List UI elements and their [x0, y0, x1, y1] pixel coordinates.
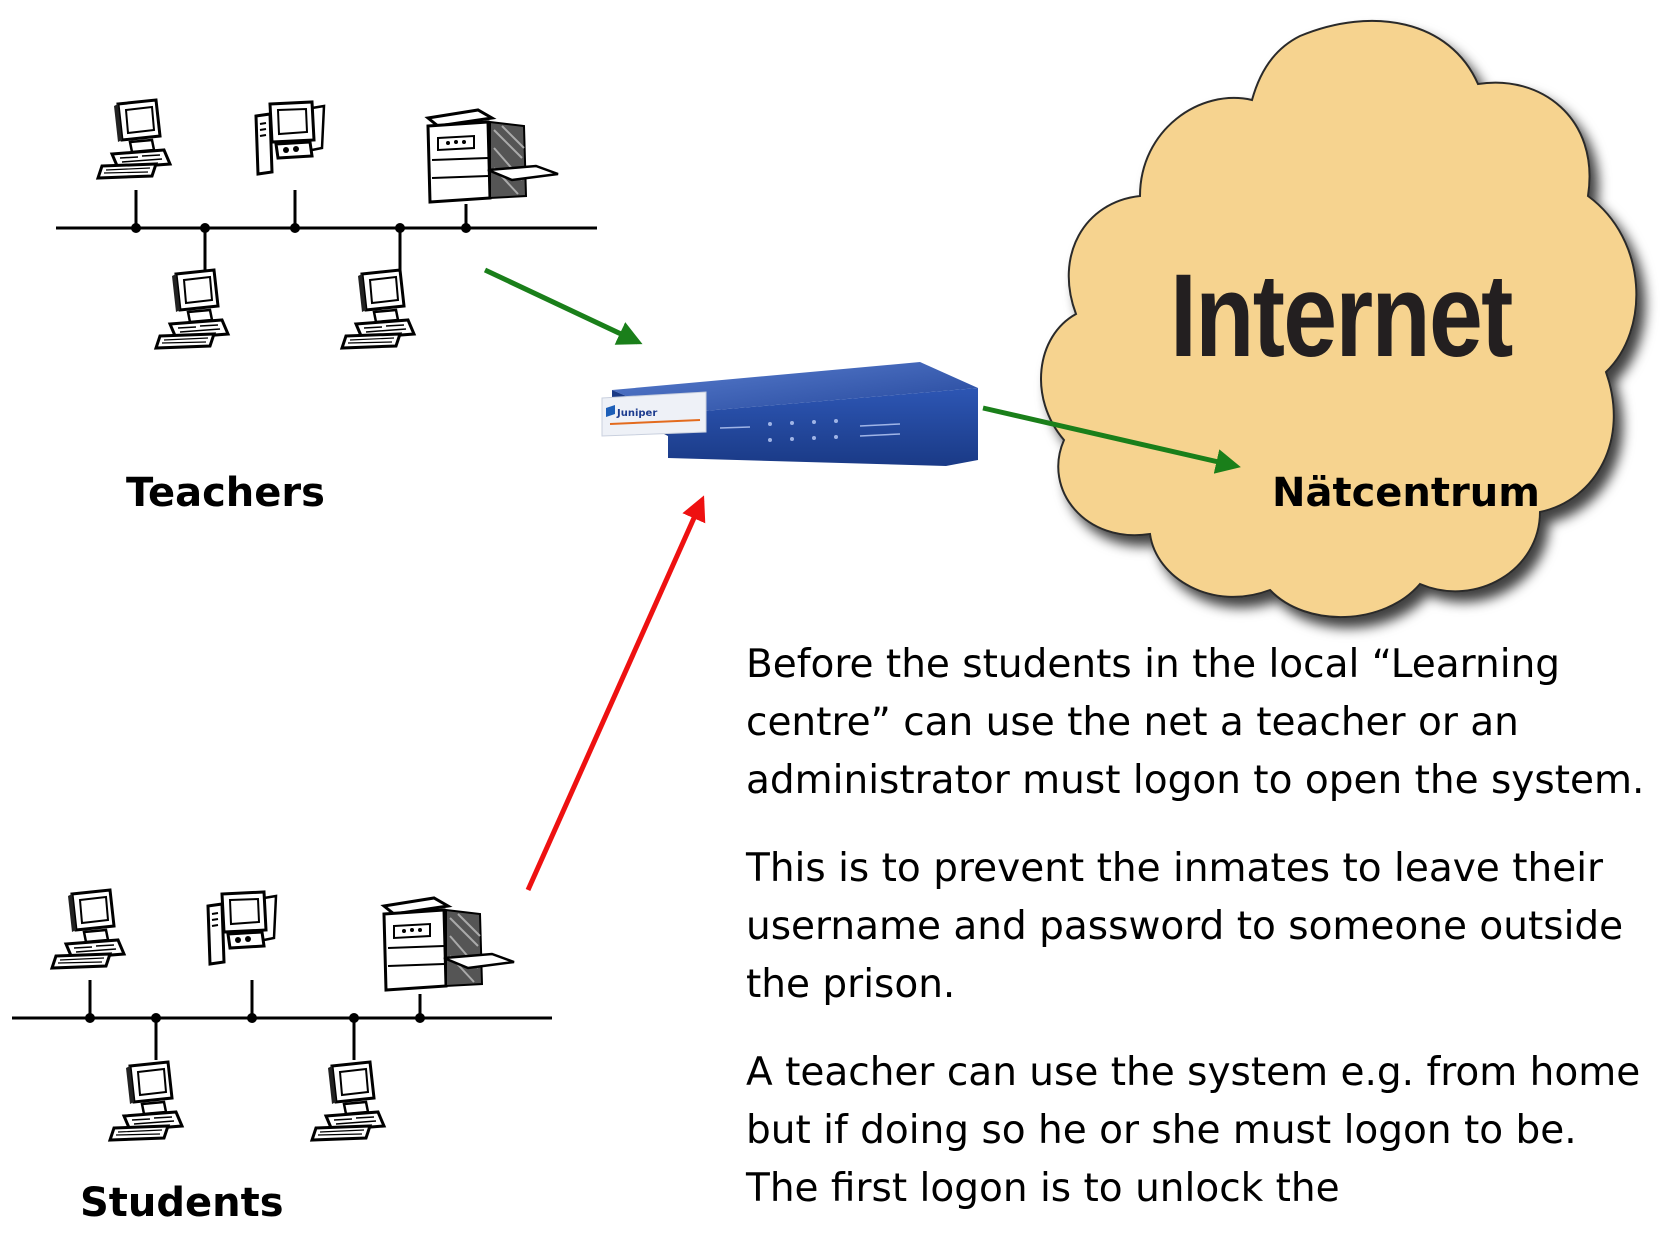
- internet-cloud: [1040, 19, 1638, 618]
- teachers-label: Teachers: [126, 470, 325, 516]
- computer-icon: [340, 268, 416, 350]
- computer-icon: [310, 1060, 386, 1142]
- terminal-icon: [254, 100, 326, 176]
- terminal-icon: [206, 890, 278, 966]
- description-paragraph: Before the students in the local “Learni…: [746, 642, 1645, 803]
- students-label: Students: [80, 1180, 284, 1226]
- students-network: [12, 888, 552, 1142]
- description-text: Before the students in the local “Learni…: [746, 636, 1646, 1248]
- computer-icon: [96, 98, 172, 180]
- internet-title: Internet: [1170, 250, 1513, 382]
- router-to-internet-arrow: [982, 405, 1241, 474]
- printer-icon: [426, 108, 560, 204]
- description-paragraph: This is to prevent the inmates to leave …: [746, 846, 1624, 1007]
- students-to-router-arrow: [525, 495, 706, 892]
- printer-icon: [382, 896, 516, 992]
- computer-icon: [154, 268, 230, 350]
- juniper-router: Juniper: [601, 362, 978, 466]
- teachers-network: [56, 98, 597, 350]
- teachers-to-router-arrow: [483, 267, 643, 345]
- computer-icon: [50, 888, 126, 970]
- natcentrum-label: Nätcentrum: [1272, 470, 1540, 516]
- router-brand-text: Juniper: [616, 408, 657, 419]
- description-paragraph: A teacher can use the system e.g. from h…: [746, 1050, 1641, 1211]
- computer-icon: [108, 1060, 184, 1142]
